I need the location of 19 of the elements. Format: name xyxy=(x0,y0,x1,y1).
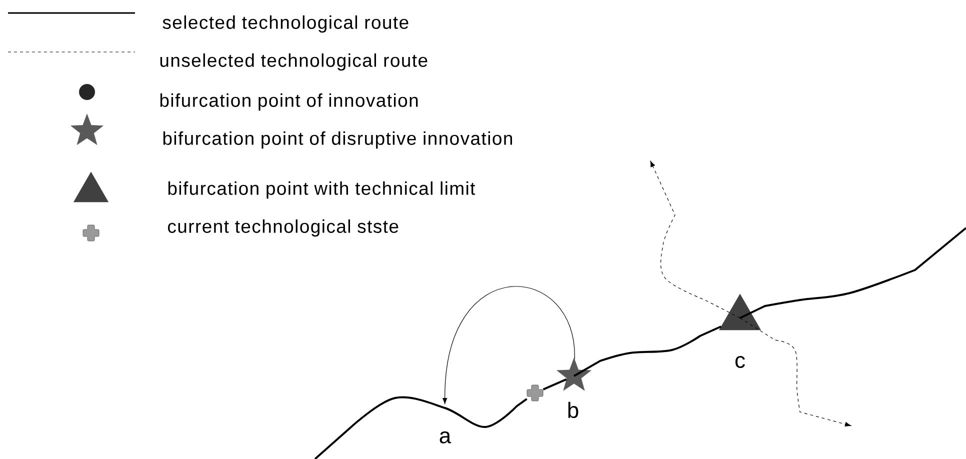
point-label: c xyxy=(735,356,745,368)
dashed-route-arrow xyxy=(740,318,852,426)
legend-text: bifurcation point with technical limit xyxy=(168,181,476,199)
route-line xyxy=(542,378,567,390)
loop-arrow xyxy=(442,286,575,404)
route-line xyxy=(740,227,966,319)
legend-text: unselected technological route xyxy=(160,53,428,71)
triangle-marker xyxy=(719,294,761,330)
legend-text: current technological stste xyxy=(168,219,398,237)
legend-text: bifurcation point of innovation xyxy=(160,93,418,111)
point-label: a xyxy=(440,431,452,444)
route-line xyxy=(574,326,722,377)
legend-text: selected technological route xyxy=(162,15,408,33)
cross-marker xyxy=(526,384,544,402)
route-line xyxy=(314,396,528,459)
dashed-route-arrow xyxy=(650,160,740,318)
star-marker xyxy=(556,358,592,391)
point-label: b xyxy=(568,402,578,418)
legend-text: bifurcation point of disruptive innovation xyxy=(163,131,512,149)
